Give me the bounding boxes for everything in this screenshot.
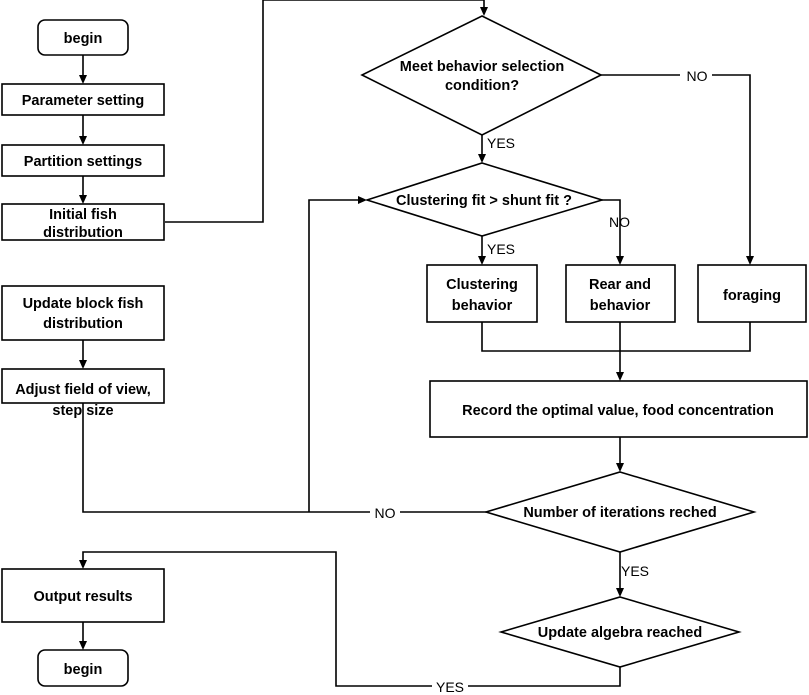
node-meet-behavior-selection: Meet behavior selection condition? [360,15,603,136]
node-update-block-fish-distribution: Update block fish distribution [1,285,165,341]
node-update-algebra-label: Update algebra reached [538,625,702,641]
arrowhead [478,154,486,163]
node-number-of-iterations: Number of iterations reched [483,471,757,553]
arrowhead [79,75,87,84]
node-update-algebra-reached: Update algebra reached [498,596,742,668]
edge-foraging-merge [620,322,751,352]
edge-update-yes-to-output [82,551,621,687]
edge-label-iterations-no: NO [375,505,396,521]
node-foraging: foraging [697,264,807,323]
node-partition-settings: Partition settings [1,144,165,177]
node-parameter-setting: Parameter setting [1,83,165,116]
node-begin-start-label: begin [64,31,103,47]
edge-iterations-no-loop [82,403,486,513]
node-begin-end-label: begin [64,662,103,678]
node-adjust-line2: step size [52,403,113,419]
node-output-results-label: Output results [33,589,132,605]
node-initial-fish-line2: distribution [43,225,123,241]
arrowhead [616,372,624,381]
edge-meet-no-to-foraging [601,74,751,257]
node-foraging-label: foraging [723,288,781,304]
node-record-optimal-value: Record the optimal value, food concentra… [429,380,808,438]
node-clustering-behavior: Clustering behavior [426,264,538,323]
arrowhead [746,256,754,265]
arrowhead [79,641,87,650]
edge-label-meet-yes: YES [487,135,515,151]
node-initial-fish-line1: Initial fish [49,207,117,223]
edge-loop-to-clustering-fit [308,199,359,512]
arrowhead [480,7,488,16]
arrowhead [616,463,624,472]
node-record-label: Record the optimal value, food concentra… [462,403,774,419]
node-meet-line2: condition? [445,78,519,94]
node-partition-settings-label: Partition settings [24,154,142,170]
edge-label-iterations-yes: YES [621,563,649,579]
node-adjust-field-of-view: Adjust field of view, step size [1,368,165,419]
node-parameter-setting-label: Parameter setting [22,93,145,109]
node-rear-and-behavior: Rear and behavior [565,264,676,323]
edge-initial-to-meet-behavior [165,0,485,223]
node-iterations-label: Number of iterations reched [523,505,716,521]
edge-label-clustering-no: NO [609,214,630,230]
arrowhead [616,256,624,265]
node-initial-fish-distribution: Initial fish distribution [1,203,165,241]
node-clustering-fit-label: Clustering fit > shunt fit ? [396,193,572,209]
node-begin-start: begin [37,19,129,56]
node-update-block-line2: distribution [43,316,123,332]
node-rear-line2: behavior [590,298,651,314]
node-adjust-line1: Adjust field of view, [15,382,151,398]
arrowhead [616,588,624,597]
arrowhead [478,256,486,265]
arrowhead [79,195,87,204]
node-update-block-line1: Update block fish [23,296,144,312]
node-meet-line1: Meet behavior selection [400,59,564,75]
edge-label-update-yes: YES [436,679,464,695]
arrowhead [79,560,87,569]
arrowhead [79,136,87,145]
edge-clustering-no-to-rear [602,199,621,257]
edge-clustering-behavior-merge [481,322,620,352]
node-clustering-behavior-line1: Clustering [446,277,518,293]
node-output-results: Output results [1,568,165,623]
arrowhead [358,196,367,204]
edge-label-meet-no: NO [687,68,708,84]
arrowhead [79,360,87,369]
edge-label-clustering-yes: YES [487,241,515,257]
node-clustering-fit-condition: Clustering fit > shunt fit ? [364,162,605,237]
node-clustering-behavior-line2: behavior [452,298,513,314]
node-rear-line1: Rear and [589,277,651,293]
node-begin-end: begin [37,649,129,687]
